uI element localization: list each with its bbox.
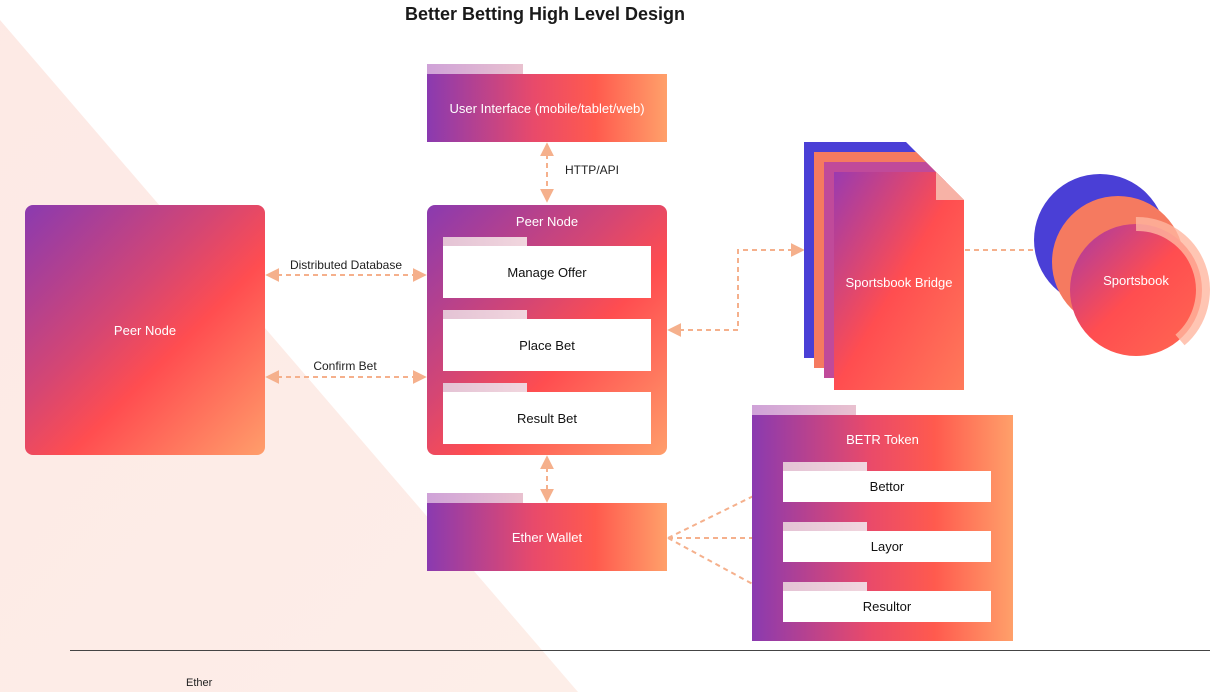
bettor-tab	[783, 462, 867, 471]
place-bet-box[interactable]: Place Bet	[443, 319, 651, 371]
confirm-bet-label: Confirm Bet	[313, 359, 377, 373]
manage-offer-tab	[443, 237, 527, 246]
user-interface-label: User Interface (mobile/tablet/web)	[449, 100, 645, 116]
distributed-database-label: Distributed Database	[289, 258, 403, 272]
user-interface-tab	[427, 64, 523, 74]
sportsbook-label: Sportsbook	[1103, 273, 1169, 288]
betr-token-tab	[752, 405, 856, 415]
ether-baseline	[70, 650, 1210, 651]
peer-bridge-connector	[667, 243, 805, 337]
ether-wallet-tab	[427, 493, 523, 503]
resultor-tab	[783, 582, 867, 591]
bettor-box[interactable]: Bettor	[783, 471, 991, 502]
ether-label: Ether	[186, 677, 213, 689]
result-bet-label: Result Bet	[517, 410, 577, 426]
resultor-label: Resultor	[862, 599, 912, 614]
sportsbook-stack	[1034, 174, 1210, 356]
place-bet-tab	[443, 310, 527, 319]
manage-offer-label: Manage Offer	[507, 264, 587, 280]
user-interface-box[interactable]: User Interface (mobile/tablet/web)	[427, 74, 667, 142]
ether-wallet-label: Ether Wallet	[511, 529, 583, 545]
http-api-label: HTTP/API	[564, 163, 619, 177]
ether-wallet-box[interactable]: Ether Wallet	[427, 503, 667, 571]
main-peer-node[interactable]: Peer Node Manage Offer Place Bet Result …	[427, 205, 667, 455]
diagram-title: Better Betting High Level Design	[404, 4, 686, 24]
remote-peer-node[interactable]: Peer Node	[25, 205, 265, 455]
doc-front	[834, 172, 964, 390]
layor-tab	[783, 522, 867, 531]
main-peer-node-label: Peer Node	[515, 214, 579, 229]
layor-box[interactable]: Layor	[783, 531, 991, 562]
result-bet-tab	[443, 383, 527, 392]
result-bet-box[interactable]: Result Bet	[443, 392, 651, 444]
wallet-bettor-connector	[667, 481, 783, 539]
sportsbook-circle-front	[1070, 224, 1202, 356]
doc-front-fold	[936, 172, 964, 200]
remote-peer-node-label: Peer Node	[113, 322, 177, 338]
betr-token-label: BETR Token	[846, 432, 919, 447]
bettor-label: Bettor	[869, 479, 905, 494]
layor-label: Layor	[870, 539, 904, 554]
sportsbook-bridge-label: Sportsbook Bridge	[845, 275, 953, 290]
sportsbook-ring	[1135, 216, 1210, 346]
manage-offer-box[interactable]: Manage Offer	[443, 246, 651, 298]
resultor-box[interactable]: Resultor	[783, 591, 991, 622]
betr-token-box[interactable]: BETR Token Bettor Layor Resultor	[752, 415, 1013, 641]
place-bet-label: Place Bet	[519, 337, 575, 353]
sportsbook-bridge-stack	[804, 142, 964, 390]
